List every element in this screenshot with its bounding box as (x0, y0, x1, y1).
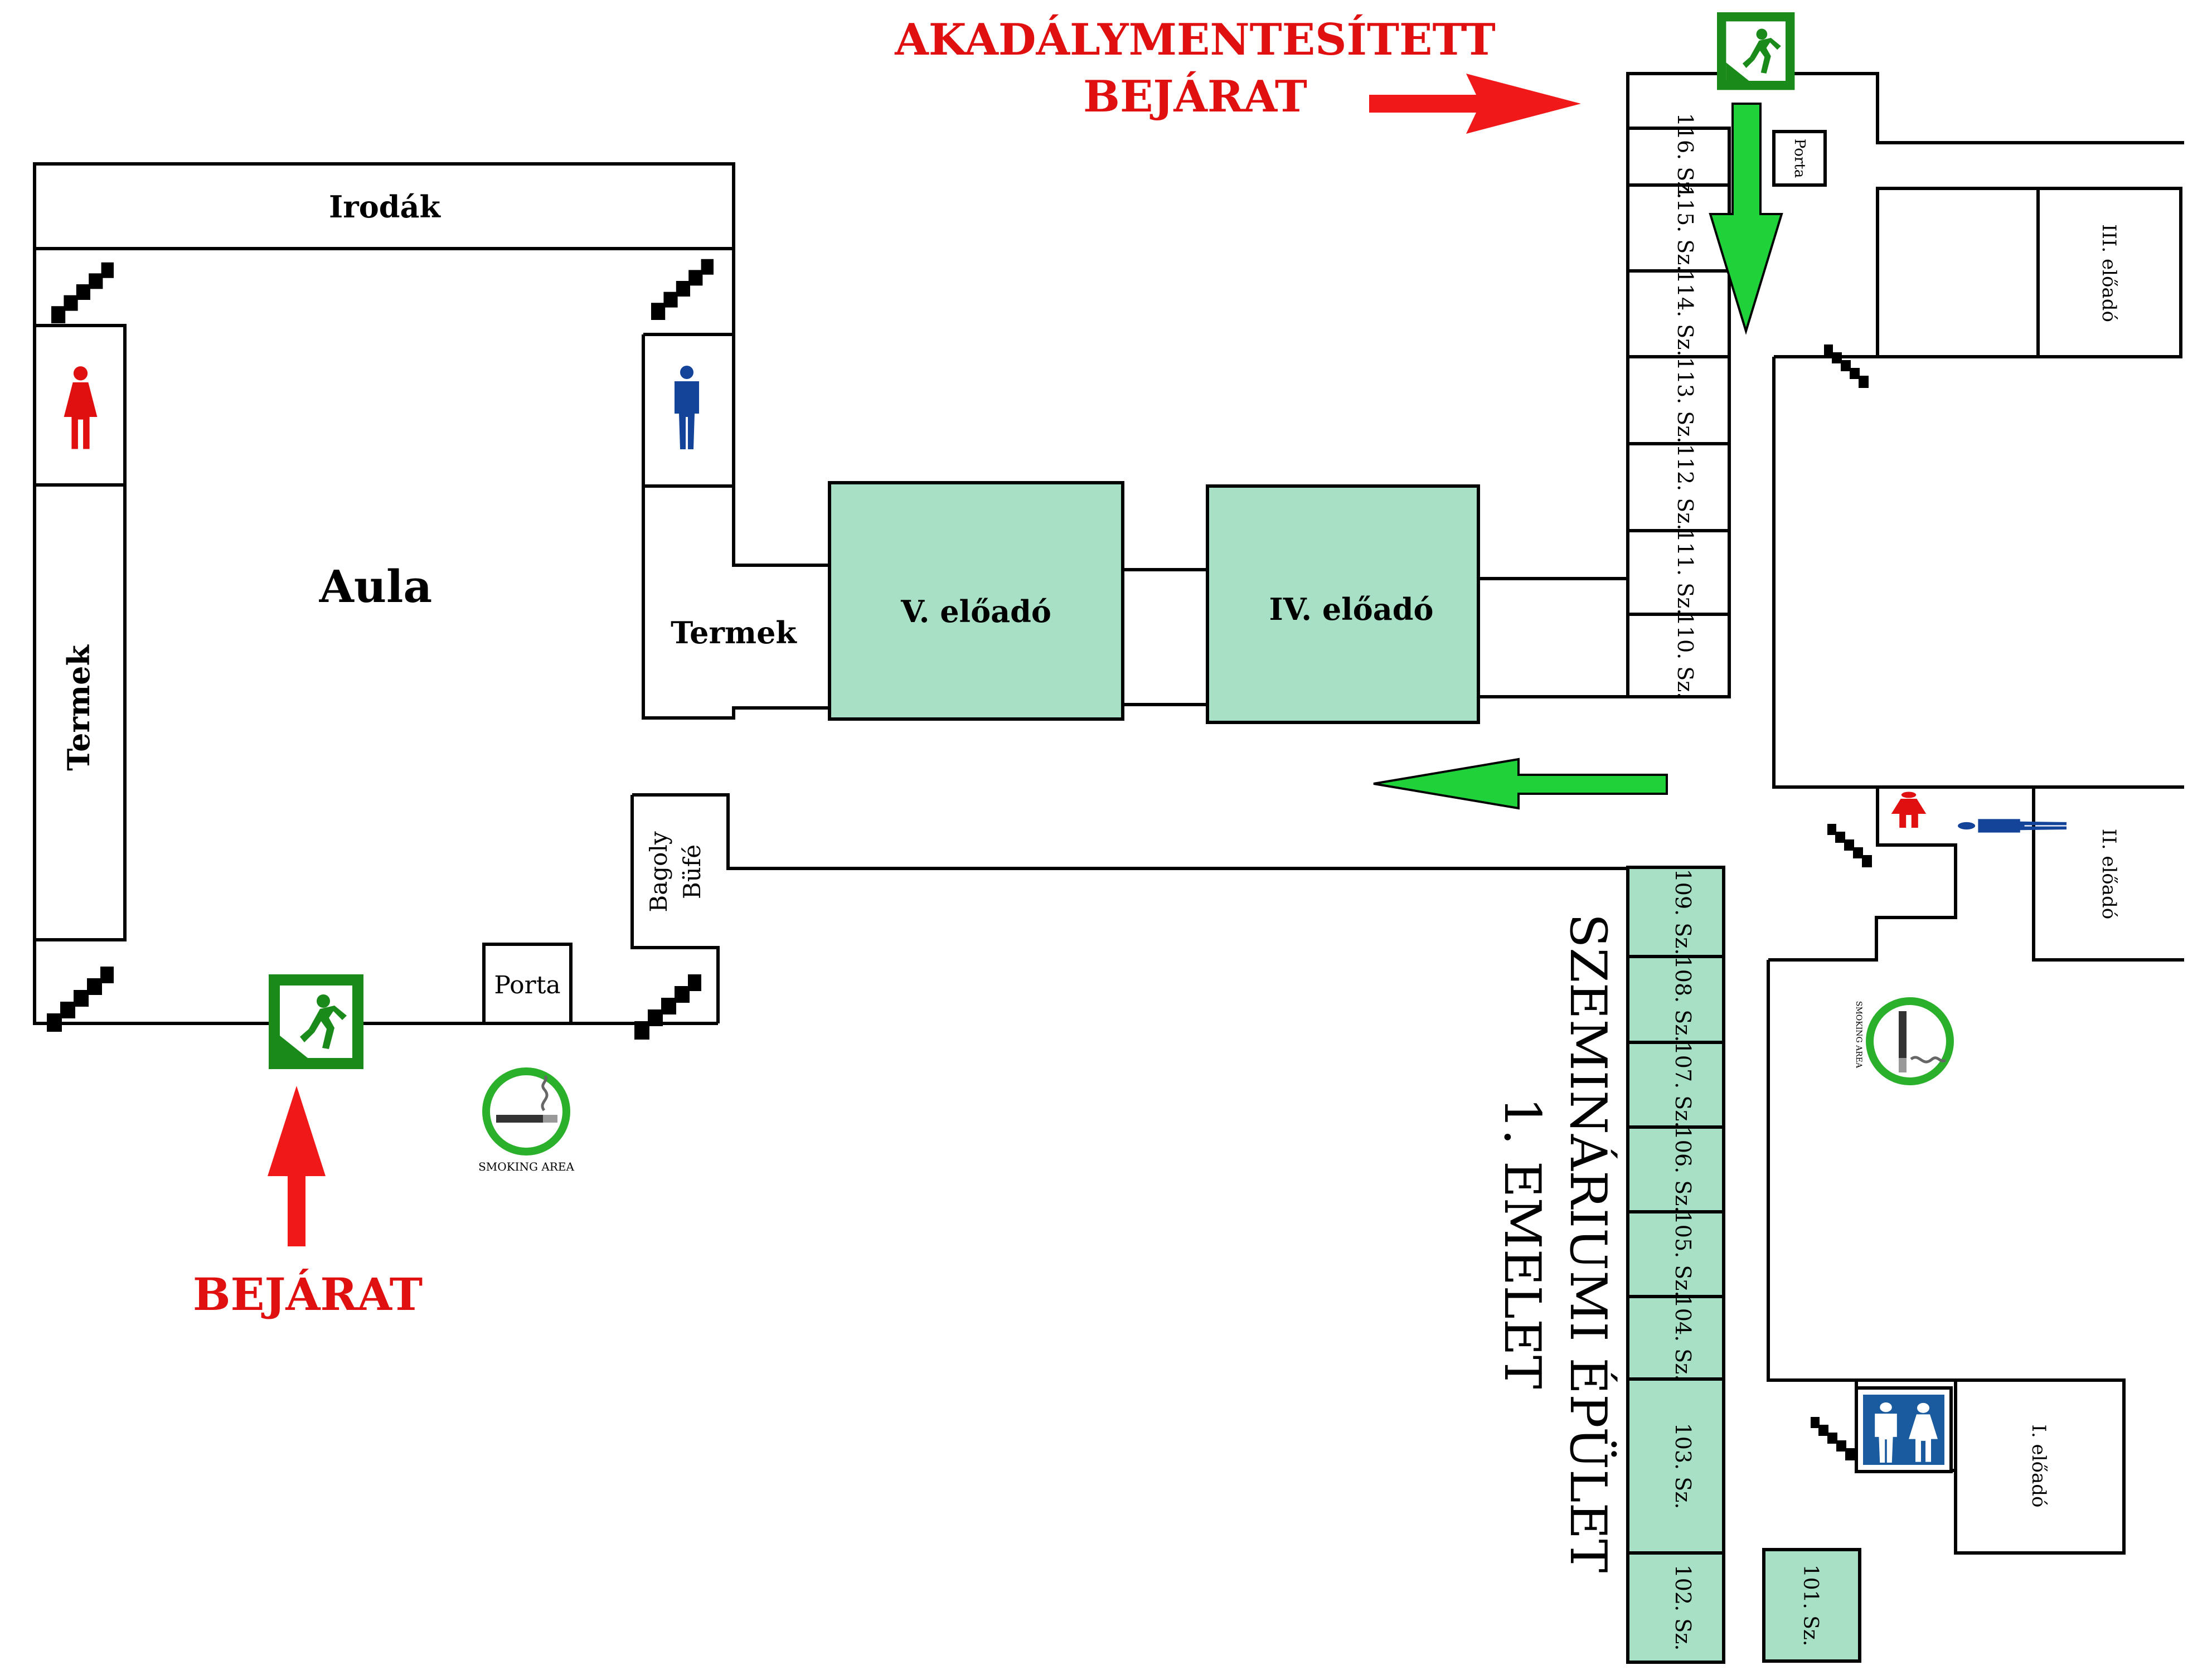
lecture-hall-iii-label: III. előadó (2098, 224, 2120, 322)
building-walls (33, 72, 2184, 1663)
seminar-rooms-south-labels: 109. Sz.108. Sz.107. Sz.106. Sz.105. Sz.… (1671, 869, 1695, 1651)
women-restroom-icon (1891, 792, 1927, 828)
room-101[interactable] (1762, 1548, 1861, 1663)
women-restroom-icon (64, 366, 98, 449)
men-restroom-icon (675, 366, 699, 449)
men-restroom-icon (1958, 819, 2067, 833)
smoking-label: SMOKING AREA (1854, 1001, 1863, 1069)
lecture-hall-v-label: V. előadó (900, 594, 1051, 629)
rooms-left-label: Termek (61, 644, 96, 771)
lecture-hall-ii-label: II. előadó (2098, 829, 2120, 919)
north-room-label: 112. Sz. (1673, 444, 1697, 531)
building-title: SZEMINÁRIUMI ÉPÜLET (1559, 914, 1618, 1573)
lecture-hall-iv[interactable] (1206, 484, 1480, 724)
accessible-entrance-label-2: BEJÁRAT (1083, 71, 1307, 122)
south-room-label: 104. Sz. (1671, 1295, 1695, 1381)
arrow-icon (268, 74, 1783, 1246)
smoking-area-icon (1870, 1001, 1950, 1081)
porter-label: Porta (494, 971, 560, 999)
lecture-hall-iv-label: IV. előadó (1269, 591, 1434, 627)
lecture-hall-i-label: I. előadó (2027, 1424, 2050, 1507)
cafe-label-2: Büfé (678, 844, 706, 899)
seminar-rooms-north: 116. Sz.115. Sz.114. Sz.113. Sz.112. Sz.… (1673, 113, 1697, 699)
north-room-label: 116. Sz. (1673, 113, 1697, 200)
south-room-label: 108. Sz. (1671, 956, 1695, 1042)
south-room-label: 102. Sz. (1671, 1565, 1695, 1651)
smoking-area-icon (486, 1071, 566, 1152)
room-101-label: 101. Sz. (1799, 1565, 1822, 1647)
offices-label: Irodák (329, 189, 441, 225)
south-room-label: 103. Sz. (1671, 1423, 1695, 1509)
south-room-label: 109. Sz. (1671, 869, 1695, 955)
smoking-label: SMOKING AREA (478, 1160, 574, 1173)
hall-label: Aula (319, 560, 432, 613)
north-room-label: 111. Sz. (1673, 529, 1697, 615)
accessible-entrance-label-1: AKADÁLYMENTESÍTETT (894, 14, 1496, 65)
restroom-icon (1855, 1386, 1953, 1473)
floor-label: 1. EMELET (1493, 1097, 1551, 1389)
north-room-label: 115. Sz. (1673, 186, 1697, 272)
seminar-porter-label: Porta (1791, 139, 1808, 178)
cafe-label-1: Bagoly (645, 831, 672, 912)
north-room-label: 113. Sz. (1673, 357, 1697, 444)
main-entrance-label: BEJÁRAT (193, 1268, 423, 1321)
north-room-label: 110. Sz. (1673, 613, 1697, 699)
south-room-label: 105. Sz. (1671, 1211, 1695, 1298)
south-room-label: 106. Sz. (1671, 1127, 1695, 1213)
seminar-rooms-south (1626, 866, 1725, 1664)
lecture-hall-v[interactable] (828, 481, 1124, 721)
north-room-label: 114. Sz. (1673, 270, 1697, 357)
rooms-right-label: Termek (671, 615, 797, 650)
south-room-label: 107. Sz. (1671, 1042, 1695, 1128)
